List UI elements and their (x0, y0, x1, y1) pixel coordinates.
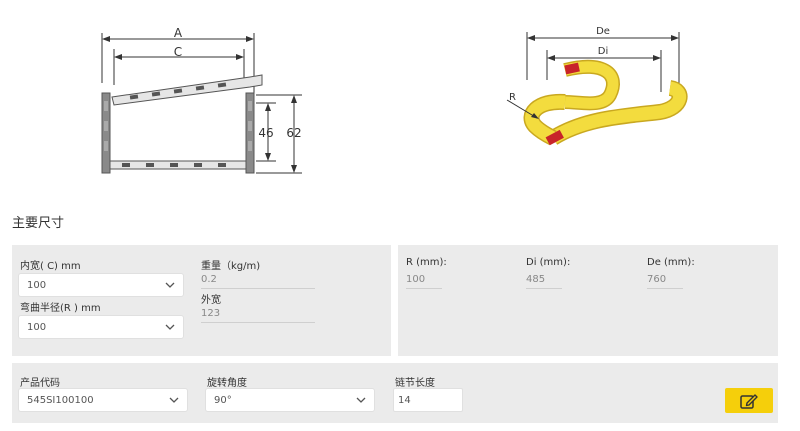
inner-width-value: 100 (27, 279, 47, 291)
r-value: 100 (406, 274, 426, 285)
bend-radius-diagram: De Di R (506, 26, 688, 146)
outer-width-value: 123 (201, 308, 221, 319)
link-length-value: 14 (398, 394, 411, 406)
dim-de-label: De (596, 26, 610, 37)
edit-button[interactable] (725, 388, 773, 413)
link-length-input[interactable]: 14 (393, 388, 463, 412)
de-value: 760 (647, 274, 667, 285)
bend-radius-select[interactable]: 100 (18, 315, 184, 339)
dim-di-label: Di (598, 46, 608, 57)
dim-a-label: A (174, 26, 183, 40)
inner-width-select[interactable]: 100 (18, 273, 184, 297)
product-code-label: 产品代码 (20, 378, 60, 389)
edit-icon (740, 393, 758, 409)
dim-outer-height-label: 62 (286, 126, 301, 140)
inner-width-label: 内宽( C) mm (20, 261, 81, 272)
bend-radius-label: 弯曲半径(R ) mm (20, 303, 101, 314)
de-label: De (mm): (647, 257, 695, 268)
di-label: Di (mm): (526, 257, 571, 268)
dim-inner-height-label: 46 (258, 126, 273, 140)
chevron-down-icon (356, 397, 366, 403)
section-title: 主要尺寸 (12, 216, 65, 231)
weight-value: 0.2 (201, 274, 217, 285)
r-label: R (mm): (406, 257, 447, 268)
weight-underline (201, 288, 315, 289)
rotation-label: 旋转角度 (207, 378, 247, 389)
chevron-down-icon (169, 397, 179, 403)
bend-radius-value: 100 (27, 321, 47, 333)
cross-section-diagram: A C 46 62 (101, 26, 302, 174)
weight-label: 重量（kg/m) (201, 261, 261, 272)
product-code-value: 545SI100100 (27, 394, 94, 406)
dimensions-panel: 内宽( C) mm 100 弯曲半径(R ) mm 100 重量（kg/m) 0… (12, 245, 391, 356)
chevron-down-icon (165, 282, 175, 288)
product-panel: 产品代码 545SI100100 旋转角度 90° 链节长度 14 (12, 363, 778, 423)
link-length-label: 链节长度 (395, 378, 435, 389)
outer-width-label: 外宽 (201, 295, 221, 306)
chevron-down-icon (165, 324, 175, 330)
de-underline (647, 288, 683, 289)
results-panel: R (mm): 100 Di (mm): 485 De (mm): 760 (398, 245, 778, 356)
product-code-select[interactable]: 545SI100100 (18, 388, 188, 412)
di-value: 485 (526, 274, 546, 285)
di-underline (526, 288, 562, 289)
rotation-select[interactable]: 90° (205, 388, 375, 412)
dim-c-label: C (174, 45, 182, 59)
dim-r-label: R (509, 92, 516, 103)
outer-width-underline (201, 322, 315, 323)
r-underline (406, 288, 442, 289)
rotation-value: 90° (214, 394, 232, 406)
